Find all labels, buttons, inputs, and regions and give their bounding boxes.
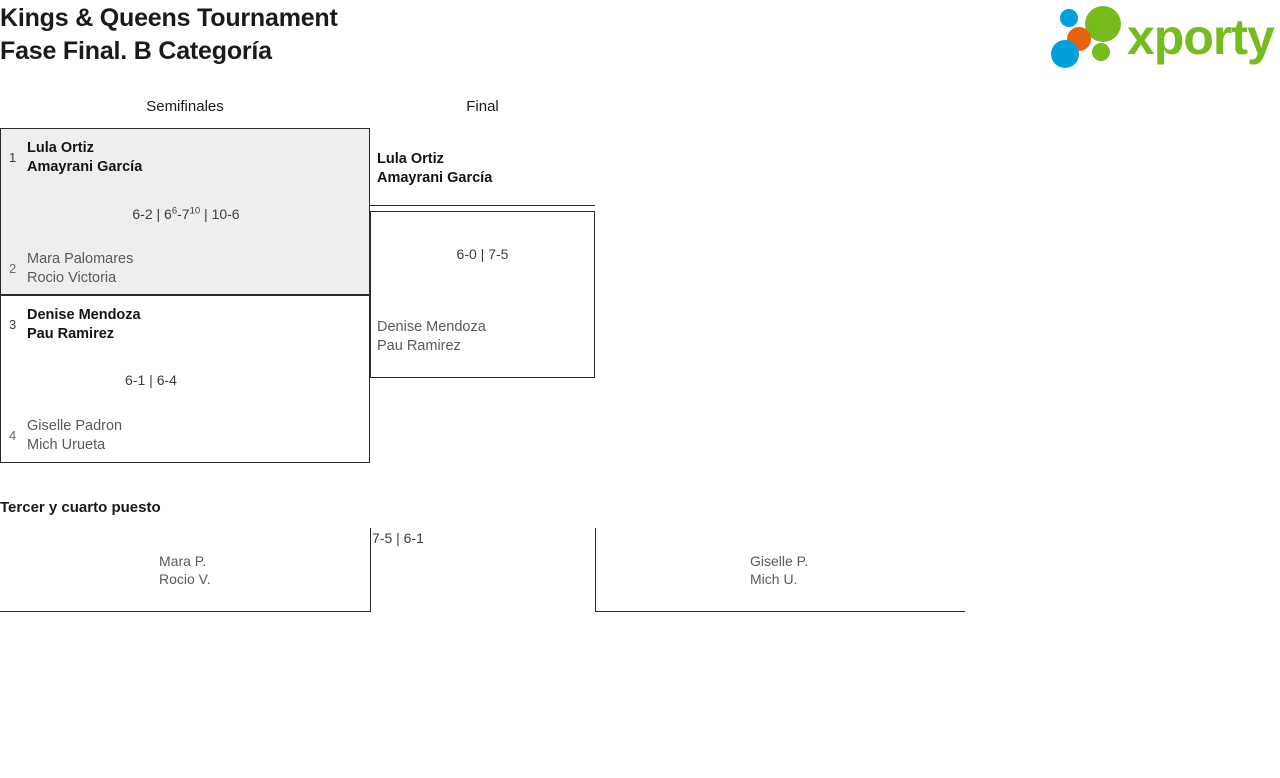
third-place-score: 7-5 | 6-1 — [372, 530, 424, 546]
player-name: Giselle Padron — [27, 418, 123, 434]
player-name: Rocio Victoria — [27, 270, 117, 286]
third-place-right-connector — [595, 528, 596, 612]
logo-dot-green-large — [1085, 6, 1121, 42]
team-names: Mara Palomares Rocio Victoria — [27, 250, 133, 288]
team-names: Giselle Padron Mich Urueta — [27, 417, 122, 455]
final-score: 6-0 | 7-5 — [456, 246, 509, 262]
seed-number: 4 — [9, 427, 17, 443]
match-team-winner[interactable]: 1 Lula Ortiz Amayrani García — [9, 139, 142, 177]
tiebreak-score: 10 — [189, 205, 201, 217]
tournament-phase: Fase Final. B Categoría — [0, 37, 272, 65]
team-names: Lula Ortiz Amayrani García — [27, 139, 142, 177]
player-name: Amayrani García — [377, 170, 493, 186]
connector-line-top — [370, 205, 595, 206]
match-final[interactable] — [370, 211, 595, 378]
seed-number: 2 — [9, 260, 17, 276]
match-team-loser[interactable]: 4 Giselle Padron Mich Urueta — [9, 417, 122, 455]
player-name: Denise Mendoza — [27, 307, 141, 323]
logo-dot-blue-large — [1051, 40, 1079, 68]
final-team-winner[interactable]: Lula Ortiz Amayrani García — [377, 150, 492, 188]
xporty-logo[interactable]: xporty — [1050, 4, 1276, 68]
logo-wordmark: xporty — [1127, 9, 1275, 65]
player-name: Pau Ramirez — [377, 338, 461, 354]
match-semifinal-2[interactable]: 3 Denise Mendoza Pau Ramirez 6-1 | 6-4 4… — [0, 295, 370, 463]
seed-number: 3 — [9, 316, 17, 332]
third-place-right-baseline — [595, 611, 965, 612]
third-place-left-baseline — [0, 611, 371, 612]
player-name: Lula Ortiz — [377, 151, 444, 167]
player-name: Mich Urueta — [27, 437, 106, 453]
player-name: Mara Palomares — [27, 251, 134, 267]
match-team-winner[interactable]: 3 Denise Mendoza Pau Ramirez — [9, 306, 141, 344]
player-name: Mich U. — [750, 571, 798, 587]
round-header-semifinals: Semifinales — [146, 98, 224, 115]
player-name: Amayrani García — [27, 159, 143, 175]
match-score: 6-1 | 6-4 — [125, 372, 177, 388]
tournament-name: Kings & Queens Tournament — [0, 4, 338, 32]
page-title: Kings & Queens Tournament Fase Final. B … — [0, 2, 338, 68]
match-semifinal-1[interactable]: 1 Lula Ortiz Amayrani García 6-2 | 66-71… — [0, 128, 370, 295]
round-header-final: Final — [466, 98, 499, 115]
third-place-left-connector — [370, 528, 371, 612]
third-place-title: Tercer y cuarto puesto — [0, 499, 161, 516]
player-name: Denise Mendoza — [377, 319, 486, 335]
player-name: Giselle P. — [750, 553, 809, 569]
final-team-loser[interactable]: Denise Mendoza Pau Ramirez — [377, 318, 486, 356]
logo-dot-blue-small — [1060, 9, 1078, 27]
seed-number: 1 — [9, 149, 17, 165]
player-name: Pau Ramirez — [27, 326, 115, 342]
match-team-loser[interactable]: 2 Mara Palomares Rocio Victoria — [9, 250, 133, 288]
logo-dot-green-small — [1092, 43, 1110, 61]
player-name: Lula Ortiz — [27, 140, 94, 156]
player-name: Mara P. — [159, 553, 207, 569]
tiebreak-score: 6 — [171, 205, 178, 217]
player-name: Rocio V. — [159, 571, 211, 587]
third-place-team-right[interactable]: Giselle P. Mich U. — [750, 553, 808, 589]
team-names: Denise Mendoza Pau Ramirez — [27, 306, 141, 344]
match-score: 6-2 | 66-710 | 10-6 — [132, 205, 240, 222]
third-place-team-left[interactable]: Mara P. Rocio V. — [159, 553, 211, 589]
